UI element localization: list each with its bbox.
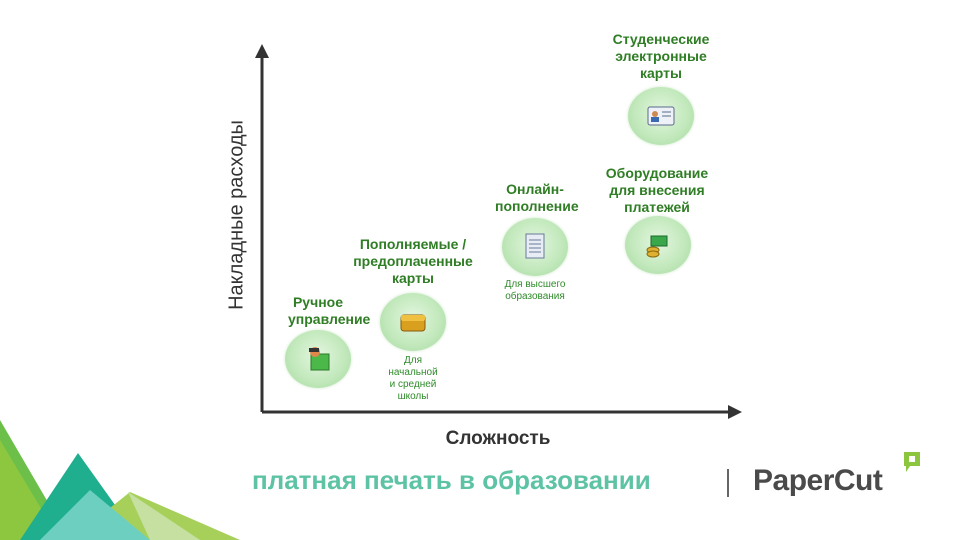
note-line: Для высшего: [504, 279, 566, 290]
y-axis-arrow: [255, 44, 269, 58]
label-line: Онлайн-: [506, 181, 564, 197]
hardware-node: [625, 216, 691, 274]
note-line: образования: [505, 291, 565, 302]
note-line: Для: [403, 355, 423, 366]
prepaid-note: Для начальной и средней школы: [378, 355, 448, 403]
prepaid-title: Пополняемые / предоплаченные карты: [343, 236, 483, 287]
label-line: платежей: [624, 199, 690, 215]
online-node: [502, 218, 568, 276]
prepaid-node: [380, 293, 446, 351]
label-line: пополнение: [495, 198, 579, 214]
label-line: предоплаченные: [353, 253, 473, 269]
manual-title: Ручное управление: [288, 294, 371, 328]
papercut-logo-mark: [904, 452, 920, 472]
note-line: начальной: [388, 367, 438, 378]
hand-card-icon: [309, 347, 330, 371]
student-title: Студенческие электронные карты: [601, 31, 721, 82]
note-line: и средней: [389, 379, 437, 390]
note-line: школы: [397, 391, 429, 402]
footer-divider: [727, 469, 729, 497]
document-icon: [525, 233, 545, 259]
label-line: для внесения: [609, 182, 705, 198]
hardware-title: Оборудование для внесения платежей: [597, 165, 717, 216]
student-node: [628, 87, 694, 145]
y-axis-label: Накладные расходы: [225, 120, 248, 310]
decorative-triangles: [0, 420, 240, 540]
tagline: платная печать в образовании: [252, 465, 651, 495]
label-line: электронные: [615, 48, 707, 64]
online-title: Онлайн- пополнение: [495, 181, 579, 215]
label-line: карты: [392, 270, 434, 286]
wallet-icon: [400, 314, 426, 332]
label-line: карты: [640, 65, 682, 81]
papercut-logo: PaperCut: [753, 464, 883, 497]
coins-icon: [646, 235, 668, 258]
x-axis-arrow: [728, 405, 742, 419]
label-line: управление: [288, 311, 371, 327]
label-line: Пополняемые /: [359, 236, 467, 252]
label-line: Оборудование: [605, 165, 709, 181]
x-axis-label: Сложность: [445, 428, 551, 449]
manual-node: [285, 330, 351, 388]
label-line: Студенческие: [612, 31, 710, 47]
id-card-icon: [647, 106, 675, 126]
label-line: Ручное: [292, 294, 344, 310]
online-note: Для высшего образования: [495, 279, 575, 303]
